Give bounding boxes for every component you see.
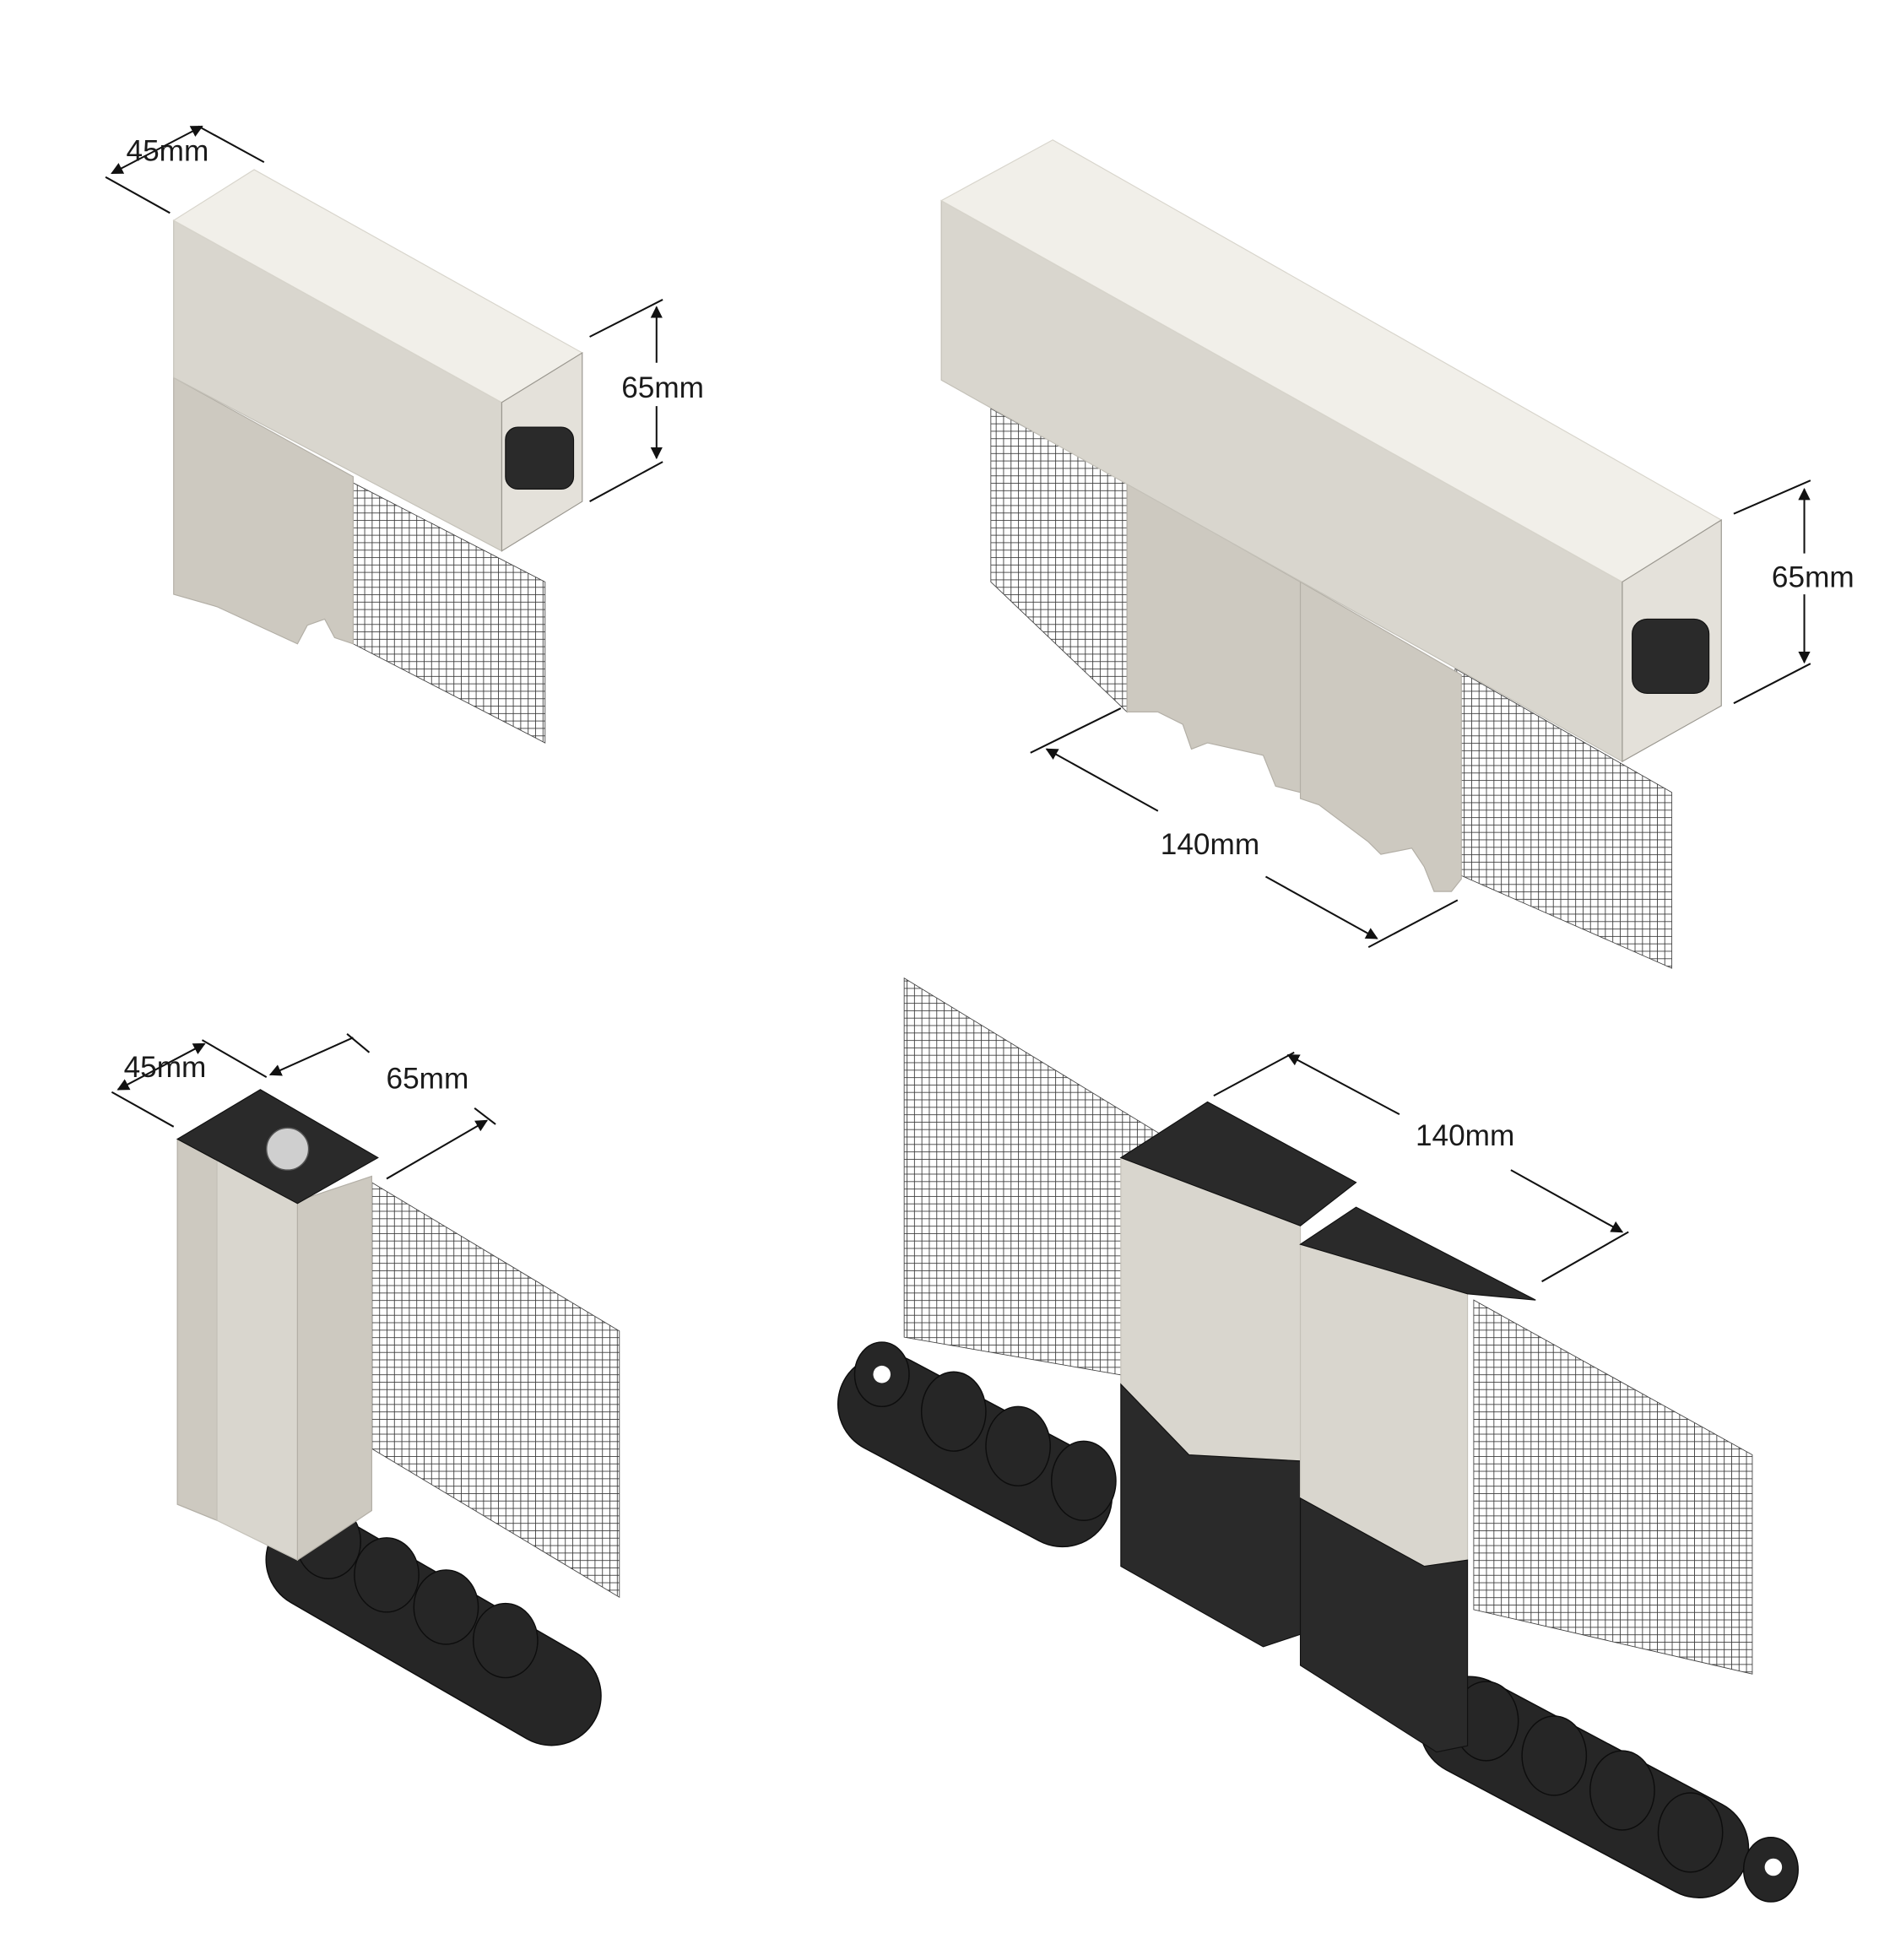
chain-hole (1764, 1858, 1783, 1876)
dim-extension (111, 1091, 175, 1128)
dim-label-depth: 65mm (387, 1062, 469, 1095)
profile-body (216, 1156, 298, 1562)
profile-double-bottom-view: 140mm (837, 977, 1799, 1903)
dim-line-140mm (1045, 748, 1159, 812)
profile-right-top (1299, 1206, 1536, 1301)
dim-line-65mm (386, 1119, 489, 1180)
chain-link (1589, 1750, 1655, 1831)
profile-small-bottom-view: 45mm 65mm (111, 1033, 620, 1746)
chain-link (1521, 1715, 1588, 1796)
dim-extension (346, 1033, 371, 1053)
dim-extension (1733, 663, 1811, 705)
chain-right (1419, 1676, 1799, 1903)
roller-cutaway (1632, 618, 1710, 695)
mesh-screen (371, 1182, 620, 1598)
dim-label-height: 65mm (1772, 560, 1854, 593)
chain-link (413, 1569, 479, 1645)
dim-extension (198, 125, 265, 164)
side-profile (173, 376, 355, 645)
dim-extension (1213, 1051, 1295, 1097)
dim-extension (1541, 1231, 1629, 1283)
roller-cutaway (505, 426, 575, 490)
chain-link (472, 1602, 539, 1679)
dim-extension (589, 461, 663, 502)
dim-label-width: 45mm (124, 1051, 207, 1084)
chain-link (1657, 1792, 1724, 1873)
chain-left (837, 1341, 1117, 1548)
spring-icon (266, 1127, 310, 1171)
dim-line-140mm (1510, 1169, 1624, 1233)
dim-line-45mm (111, 125, 203, 175)
dim-extension (201, 1039, 268, 1079)
chain-hole (873, 1365, 891, 1383)
dim-line-65mm (268, 1037, 354, 1076)
profile-front (176, 1138, 218, 1522)
dim-extension (1367, 899, 1459, 949)
dim-label-length: 140mm (1161, 828, 1259, 861)
chain-link (354, 1537, 420, 1613)
dim-extension (1030, 707, 1122, 754)
cassette-double-top-view: 65mm 140mm (939, 139, 1854, 969)
chain-link (920, 1371, 987, 1452)
profile-channel (296, 1175, 373, 1562)
chain-links (837, 1354, 1113, 1548)
dim-extension (589, 299, 663, 338)
dim-label-width: 45mm (127, 135, 209, 168)
side-profile-right (1299, 581, 1462, 892)
chain-link (985, 1405, 1051, 1486)
profile-right-lower (1299, 1497, 1469, 1753)
chain-link (1050, 1440, 1117, 1522)
profile-left-top (1119, 1101, 1357, 1226)
dim-label-height: 65mm (621, 371, 704, 404)
cassette-small-top-view: 45mm 65mm (105, 125, 704, 744)
dim-extension (474, 1107, 496, 1125)
dim-line-140mm (1286, 1053, 1400, 1116)
dim-extension (1733, 479, 1811, 515)
dim-line-45mm (116, 1042, 206, 1091)
mesh-screen-right (1473, 1299, 1753, 1675)
dim-line-140mm (1264, 875, 1378, 939)
dim-label-length: 140mm (1416, 1119, 1514, 1152)
dim-extension (105, 176, 171, 214)
